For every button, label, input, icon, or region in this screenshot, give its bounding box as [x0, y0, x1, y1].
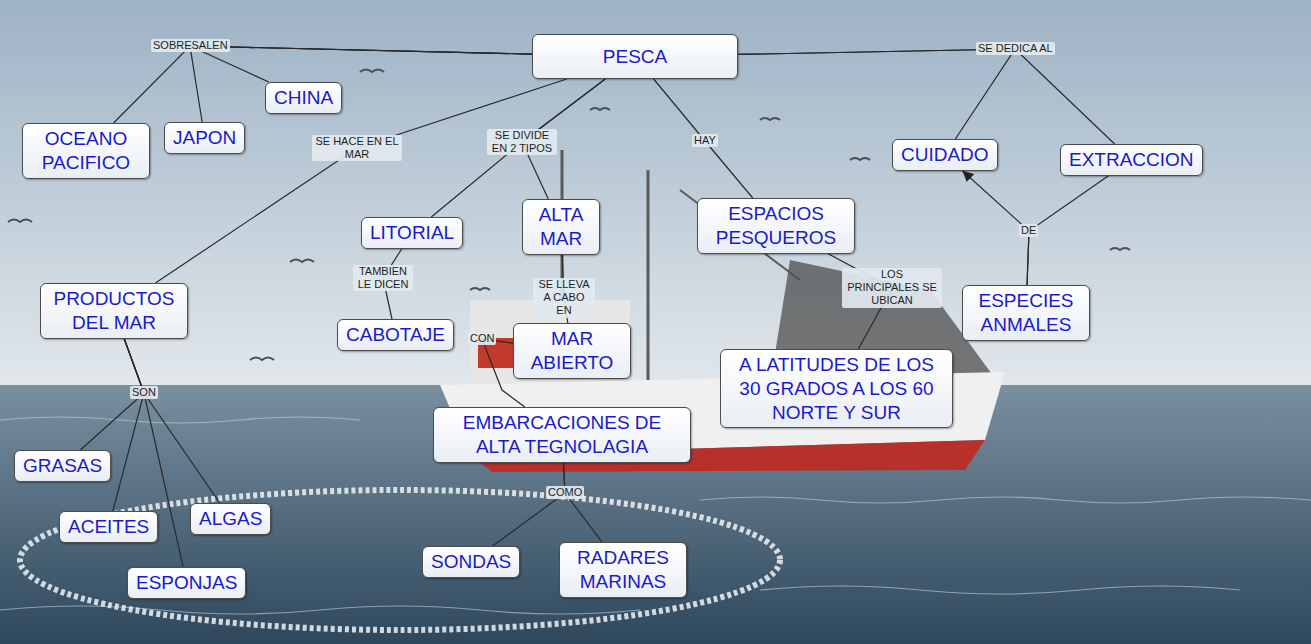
sky [0, 0, 1311, 390]
bird [250, 358, 274, 361]
concept-text: CABOTAJE [346, 323, 445, 347]
linking-phrase: DE [1019, 224, 1038, 237]
concept-box: RADARES MARINAS [559, 542, 687, 598]
connector [190, 46, 532, 122]
connector [1027, 176, 1108, 285]
concept-text: PRODUCTOS DEL MAR [49, 287, 179, 335]
concept-text: CHINA [274, 86, 333, 110]
concept-text: JAPON [173, 126, 236, 150]
concept-text: A LATITUDES DE LOS 30 GRADOS A LOS 60 NO… [729, 353, 944, 424]
connector [738, 49, 1015, 139]
concept-box: ESPONJAS [127, 567, 246, 599]
concept-text: PESCA [603, 45, 667, 69]
birds [8, 70, 1130, 361]
bird [850, 158, 870, 160]
concept-box: ACEITES [59, 511, 158, 543]
connector [124, 339, 220, 504]
concept-box: PRODUCTOS DEL MAR [40, 283, 188, 339]
wave [0, 417, 360, 423]
concept-box: CUIDADO [892, 139, 998, 171]
connector [113, 339, 144, 512]
concept-text: GRASAS [23, 454, 102, 478]
bird [760, 118, 780, 120]
linking-phrase: SE LLEVA A CABO EN [533, 278, 595, 318]
concept-box: EXTRACCION [1060, 144, 1203, 176]
linking-phrase: SON [130, 386, 158, 399]
concept-text: ESPECIES ANMALES [971, 289, 1081, 337]
concept-text: ALTA MAR [531, 203, 591, 251]
concept-text: ESPACIOS PESQUEROS [706, 202, 846, 250]
concept-text: EXTRACCION [1069, 148, 1194, 172]
concept-box: OCEANO PACIFICO [22, 123, 150, 179]
concept-text: OCEANO PACIFICO [31, 127, 141, 175]
linking-phrase: SE DEDICA AL [976, 42, 1055, 55]
concept-box: LITORIAL [361, 217, 463, 249]
bird [470, 288, 490, 290]
concept-box: ALGAS [190, 503, 271, 535]
sea [0, 385, 1311, 644]
connector [654, 79, 753, 198]
concept-box: EMBARCACIONES DE ALTA TEGNOLAGIA [433, 407, 691, 463]
concept-box: ALTA MAR [522, 199, 600, 255]
wave [700, 497, 1311, 503]
wave [760, 586, 1240, 594]
concept-box: GRASAS [14, 450, 111, 482]
connector [738, 49, 1115, 144]
bird [1110, 248, 1130, 250]
concept-box: ESPACIOS PESQUEROS [697, 198, 855, 254]
linking-phrase: SOBRESALEN [151, 39, 230, 52]
concept-text: ESPONJAS [136, 571, 237, 595]
boat [440, 150, 1005, 472]
concept-box: JAPON [164, 122, 245, 154]
concept-box: SONDAS [422, 546, 520, 578]
connector [493, 463, 565, 547]
connector [563, 463, 602, 543]
linking-phrase: LOS PRINCIPALES SE UBICAN [842, 268, 942, 308]
wave [0, 606, 640, 614]
concept-box: A LATITUDES DE LOS 30 GRADOS A LOS 60 NO… [720, 349, 953, 428]
concept-text: ACEITES [68, 515, 149, 539]
bird [290, 260, 314, 263]
concept-text: EMBARCACIONES DE ALTA TEGNOLAGIA [442, 411, 682, 459]
linking-phrase: CON [468, 332, 496, 345]
bird [8, 220, 32, 223]
linking-phrase: SE HACE EN EL MAR [312, 135, 402, 161]
concept-text: RADARES MARINAS [568, 546, 678, 594]
concept-text: CUIDADO [901, 143, 989, 167]
linking-phrase: SE DIVIDE EN 2 TIPOS [487, 129, 557, 155]
concept-box: CABOTAJE [337, 319, 454, 351]
concept-text: ALGAS [199, 507, 262, 531]
concept-box: PESCA [532, 34, 738, 79]
concept-box: MAR ABIERTO [513, 323, 631, 379]
concept-text: LITORIAL [370, 221, 454, 245]
linking-phrase: TAMBIEN LE DICEN [353, 265, 413, 291]
concept-box: CHINA [265, 82, 342, 114]
bird [360, 70, 384, 73]
connector [431, 79, 605, 217]
bird [590, 108, 610, 110]
concept-text: MAR ABIERTO [522, 327, 622, 375]
concept-box: ESPECIES ANMALES [962, 285, 1090, 341]
connector [190, 46, 532, 82]
connector [155, 79, 566, 283]
linking-phrase: COMO [546, 486, 584, 499]
fishing-net [20, 490, 780, 630]
mast [647, 170, 650, 380]
concept-text: SONDAS [431, 550, 511, 574]
linking-phrase: HAY [692, 134, 718, 147]
